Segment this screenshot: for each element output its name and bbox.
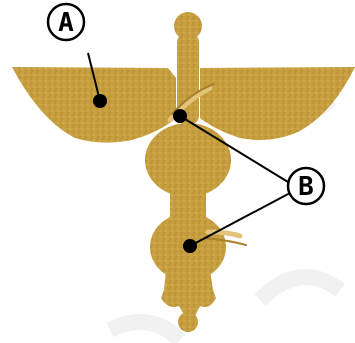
marker-b-lower [183, 239, 197, 253]
tail [161, 270, 216, 318]
marker-a [93, 94, 107, 108]
callout-label-a-text: A [58, 8, 74, 38]
callout-label-a: A [48, 4, 84, 40]
upper-bulb [145, 123, 231, 197]
callout-label-b: B [288, 168, 324, 204]
right-wing [200, 67, 355, 140]
callout-label-b-text: B [298, 172, 314, 202]
marker-b-upper [173, 109, 187, 123]
